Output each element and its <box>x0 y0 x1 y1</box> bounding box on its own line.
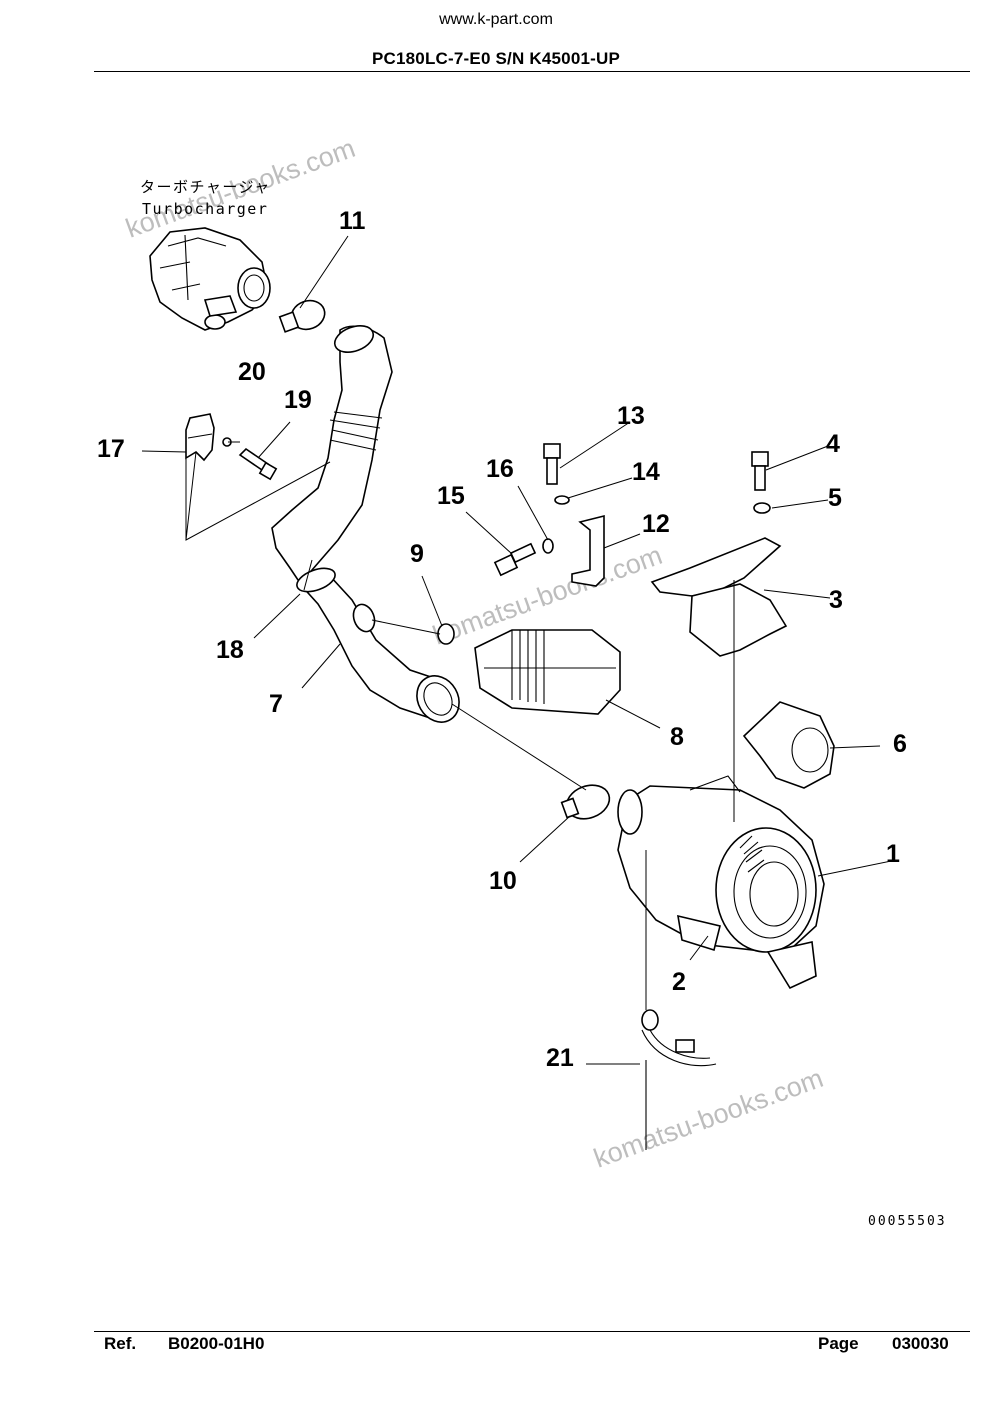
bracket-17 <box>185 413 215 462</box>
washer-5 <box>753 502 771 514</box>
ref-value: B0200-01H0 <box>168 1334 265 1353</box>
sensor-21 <box>641 1009 717 1150</box>
turbocharger-label-en: Turbocharger <box>142 200 268 218</box>
callout-15: 15 <box>437 482 465 510</box>
callout-13: 13 <box>617 402 645 430</box>
callout-2: 2 <box>672 968 686 996</box>
air-cleaner-1 <box>617 775 825 990</box>
page-value: 030030 <box>892 1334 949 1353</box>
callout-21: 21 <box>546 1044 574 1072</box>
callout-18: 18 <box>216 636 244 664</box>
callout-7: 7 <box>269 690 283 718</box>
callout-9: 9 <box>410 540 424 568</box>
washer-14 <box>554 495 570 505</box>
callout-10: 10 <box>489 867 517 895</box>
bolt-13 <box>543 443 561 485</box>
callout-5: 5 <box>828 484 842 512</box>
header-rule <box>94 71 970 72</box>
watermark: komatsu-books.com <box>590 1063 827 1174</box>
callout-11: 11 <box>339 207 366 235</box>
callout-20: 20 <box>238 358 266 386</box>
callout-labels: 1 2 3 4 5 6 7 8 9 10 11 12 13 14 15 16 1… <box>97 207 907 1072</box>
callout-19: 19 <box>284 386 312 414</box>
bolt-19 <box>238 447 278 481</box>
footer-rule <box>94 1331 970 1332</box>
turbocharger-label-jp: ターボチャージャ <box>140 178 271 196</box>
bolt-15 <box>493 542 537 577</box>
callout-8: 8 <box>670 723 684 751</box>
callout-14: 14 <box>632 458 660 486</box>
model-title: PC180LC-7-E0 S/N K45001-UP <box>371 49 621 68</box>
clamp-10 <box>560 784 611 820</box>
callout-3: 3 <box>829 586 843 614</box>
clamp-11 <box>278 299 326 333</box>
callout-17: 17 <box>97 435 125 463</box>
bolt-4 <box>751 451 769 491</box>
callout-12: 12 <box>642 510 670 538</box>
callout-1: 1 <box>886 840 900 868</box>
air-hose-7 <box>271 325 460 723</box>
drawing-number: 00055503 <box>868 1214 947 1229</box>
band-6 <box>742 701 835 789</box>
leader-lines <box>141 235 897 1065</box>
ref-label: Ref. <box>104 1334 137 1353</box>
callout-16: 16 <box>486 455 514 483</box>
callout-6: 6 <box>893 730 907 758</box>
bracket-3 <box>650 537 788 657</box>
turbocharger-drawing <box>149 227 271 331</box>
site-url: www.k-part.com <box>439 11 553 28</box>
washer-16 <box>542 538 554 554</box>
callout-4: 4 <box>826 430 840 458</box>
bracket-12 <box>571 514 605 587</box>
page-label: Page <box>818 1334 859 1353</box>
connector-9 <box>437 623 455 645</box>
resonator-8 <box>474 629 621 715</box>
